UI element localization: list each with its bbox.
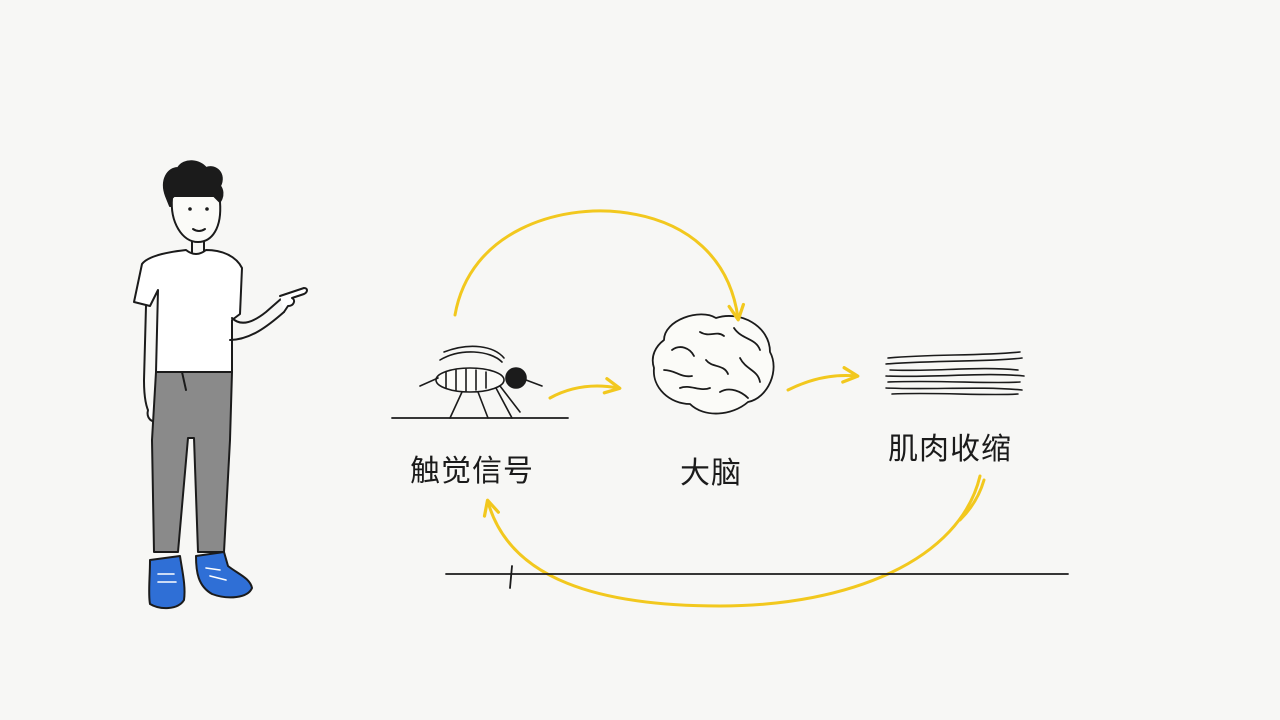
muscle-fibers-icon (885, 351, 1025, 396)
node-label-brain: 大脑 (680, 456, 742, 491)
node-label-muscle-contraction: 肌肉收缩 (888, 432, 1012, 467)
arrow-feedback-loop-start (958, 478, 986, 522)
arrow-touch-to-brain-short (548, 377, 622, 400)
arrow-brain-to-muscle-short (786, 366, 860, 392)
brain-icon (651, 313, 775, 415)
timeline-line (445, 565, 1069, 589)
arrow-touch-to-brain-loop (453, 209, 746, 322)
mosquito-icon (391, 345, 569, 419)
flow-arrows (453, 209, 986, 608)
arrow-feedback-loop (482, 474, 982, 608)
node-label-touch-signal: 触觉信号 (410, 454, 534, 489)
person-pointing-icon (133, 160, 308, 610)
